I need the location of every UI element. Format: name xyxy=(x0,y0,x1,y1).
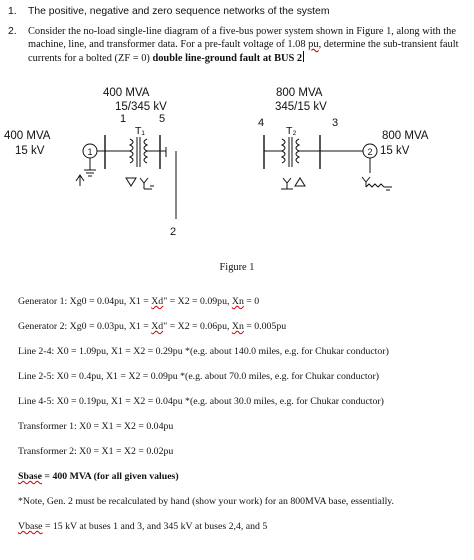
line-2-4-data: Line 2-4: X0 = 1.09pu, X1 = X2 = 0.29pu … xyxy=(18,346,389,357)
question-number: 1. xyxy=(8,6,17,17)
vbase-label: Vbase xyxy=(18,521,43,532)
generator-1: 400 MVA 15 kV 1 xyxy=(4,130,105,186)
data-text: Generator 2: Xg0 = 0.03pu, X1 = xyxy=(18,321,152,332)
wye-grounded-icon xyxy=(75,174,85,186)
pu-word: pu xyxy=(308,39,319,51)
data-text: " = X2 = 0.06pu, xyxy=(163,321,232,332)
line-2-5-data: Line 2-5: X0 = 0.4pu, X1 = X2 = 0.09pu *… xyxy=(18,371,380,382)
sbase-data: Sbase = 400 MVA (for all given values) xyxy=(18,471,179,482)
t2-mva: 800 MVA xyxy=(276,87,323,99)
wye-icon xyxy=(361,176,371,187)
xn-symbol: Xn xyxy=(231,296,244,307)
neutral-reactor-icon xyxy=(365,183,385,188)
question-1: 1. The positive, negative and zero seque… xyxy=(8,5,468,18)
question-text: The positive, negative and zero sequence… xyxy=(28,6,330,17)
transformer-2: 800 MVA 345/15 kV T₂ xyxy=(264,87,327,190)
delta-icon xyxy=(294,177,306,187)
vbase-data: Vbase = 15 kV at buses 1 and 3, and 345 … xyxy=(18,521,267,532)
data-text: = 0.005pu xyxy=(243,321,287,332)
transformer-1: 400 MVA 15/345 kV T₁ xyxy=(103,87,167,190)
data-text: = 15 kV at buses 1 and 3, and 345 kV at … xyxy=(42,521,268,532)
t1-secondary-winding xyxy=(143,138,149,164)
figure-caption: Figure 1 xyxy=(219,262,255,273)
sbase-label: Sbase xyxy=(18,471,42,482)
generator-2: 800 MVA 2 15 kV xyxy=(361,130,429,191)
line-4-5-data: Line 4-5: X0 = 0.19pu, X1 = X2 = 0.04pu … xyxy=(18,396,384,407)
data-text: = 400 MVA (for all given values) xyxy=(41,471,179,482)
question-number: 2. xyxy=(8,26,17,37)
gen1-kv: 15 kV xyxy=(15,145,45,157)
data-text: = 0 xyxy=(243,296,260,307)
bus-4-label: 4 xyxy=(258,117,264,129)
wye-icon xyxy=(282,177,292,189)
t2-kv: 345/15 kV xyxy=(275,101,327,113)
t1-label: T₁ xyxy=(135,125,145,137)
gen2-mva: 800 MVA xyxy=(382,130,429,142)
t1-kv: 15/345 kV xyxy=(115,101,167,113)
gen1-number: 1 xyxy=(87,147,92,157)
bus-5-label: 5 xyxy=(159,113,165,125)
t2-primary-winding xyxy=(280,138,286,164)
bus-1-label: 1 xyxy=(120,113,126,125)
data-text: " = X2 = 0.09pu, xyxy=(163,296,232,307)
wye-icon xyxy=(139,177,149,189)
bus-2-label: 2 xyxy=(170,226,176,238)
fault-type: double line-ground fault at BUS 2 xyxy=(152,53,303,65)
t1-mva: 400 MVA xyxy=(103,87,150,99)
text-cursor xyxy=(303,51,305,63)
data-text: Generator 1: Xg0 = 0.04pu, X1 = xyxy=(18,296,152,307)
t1-primary-winding xyxy=(128,138,134,164)
t2-secondary-winding xyxy=(295,138,301,164)
question-text-part: , determine the sub-transient fault curr… xyxy=(28,39,459,65)
bus-3-label: 3 xyxy=(332,117,338,129)
generator-2-data: Generator 2: Xg0 = 0.03pu, X1 = Xd" = X2… xyxy=(18,321,286,332)
question-2: 2. Consider the no-load single-line diag… xyxy=(8,25,468,66)
question-text-part: Consider the no-load single-line diagram… xyxy=(28,26,456,51)
note-data: *Note, Gen. 2 must be recalculated by ha… xyxy=(18,496,395,507)
delta-icon xyxy=(125,177,137,187)
gen1-mva: 400 MVA xyxy=(4,130,51,142)
xd-symbol: Xd xyxy=(151,321,164,332)
gen2-kv: 15 kV xyxy=(380,145,410,157)
gen2-number: 2 xyxy=(367,147,372,157)
question-text: Consider the no-load single-line diagram… xyxy=(28,25,468,66)
xd-symbol: Xd xyxy=(151,296,164,307)
t2-label: T₂ xyxy=(286,125,297,137)
single-line-diagram: 400 MVA 15 kV 1 1 400 MVA 15/345 kV T₁ 5… xyxy=(4,87,429,238)
xn-symbol: Xn xyxy=(231,321,244,332)
transformer-2-data: Transformer 2: X0 = X1 = X2 = 0.02pu xyxy=(18,446,174,457)
transformer-1-data: Transformer 1: X0 = X1 = X2 = 0.04pu xyxy=(18,421,174,432)
generator-1-data: Generator 1: Xg0 = 0.04pu, X1 = Xd" = X2… xyxy=(18,296,259,307)
